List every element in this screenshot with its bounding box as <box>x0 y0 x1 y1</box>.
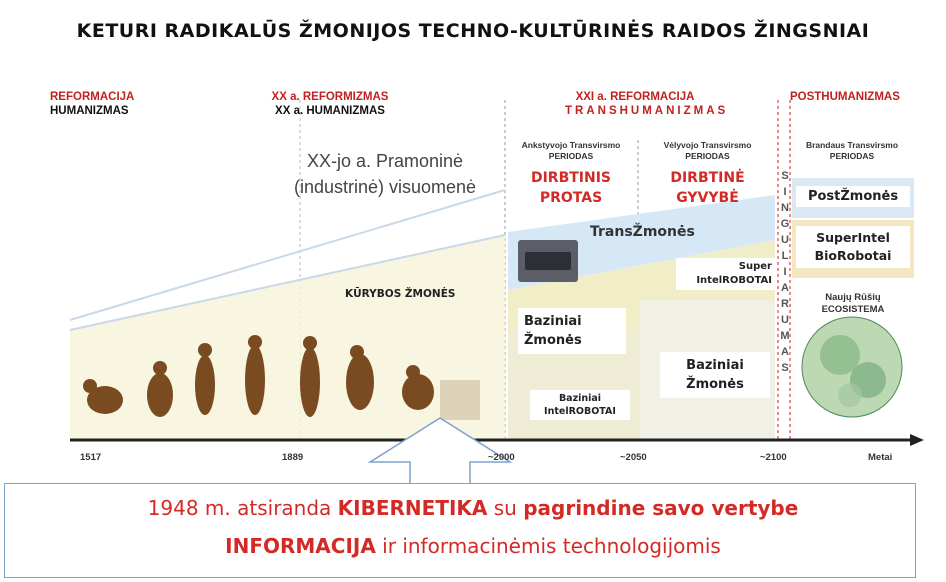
super-robotai-box: Super IntelROBOTAI <box>676 258 776 290</box>
period-late: Vėlyvojo Transvirsmo PERIODAS DIRBTINĖ G… <box>640 140 775 208</box>
callout-box <box>4 483 916 578</box>
era-1-line2: HUMANIZMAS <box>50 105 129 117</box>
era-1-line1: REFORMACIJA <box>50 91 135 103</box>
callout-l1-a: 1948 m. atsiranda <box>147 496 338 520</box>
callout-l1-b: KIBERNETIKA <box>337 496 488 520</box>
sing-letter-9: U <box>781 314 789 326</box>
diagram-title: KETURI RADIKALŪS ŽMONIJOS TECHNO-KULTŪRI… <box>76 20 870 42</box>
callout-l2-a: INFORMACIJA <box>225 534 376 558</box>
superintel-line1: SuperIntel <box>816 230 890 245</box>
sing-letter-12: S <box>781 362 789 374</box>
tick-1517: 1517 <box>80 452 102 463</box>
sing-letter-2: N <box>781 202 789 214</box>
baziniai-zmones-box-1: Baziniai Žmonės <box>518 308 626 354</box>
sing-letter-1: I <box>783 186 787 198</box>
baziniai-robotai-line2: IntelROBOTAI <box>544 406 616 417</box>
industrial-line1: XX-jo a. Pramoninė <box>306 151 464 171</box>
baziniai-zmones-2-line1: Baziniai <box>686 358 744 373</box>
superintel-line2: BioRobotai <box>814 248 892 263</box>
growth-line-2 <box>69 189 506 321</box>
tick-2050: ~2050 <box>620 452 647 463</box>
sing-letter-3: G <box>780 218 790 230</box>
period-early: Ankstyvojo Transvirsmo PERIODAS DIRBTINI… <box>506 140 636 208</box>
period-late-line2: PERIODAS <box>685 151 730 161</box>
sing-letter-5: L <box>781 250 789 262</box>
baziniai-robotai-box: Baziniai IntelROBOTAI <box>530 390 630 420</box>
singularity-vertical: S I N G U L I A R U M A S <box>779 168 791 376</box>
transzmones-label: TransŽmonės <box>590 224 695 240</box>
baziniai-zmones-box-2: Baziniai Žmonės <box>660 352 770 398</box>
timeline-arrowhead <box>910 434 924 446</box>
period-early-red2: PROTAS <box>539 190 603 206</box>
era-3-line1: XXI a. REFORMACIJA <box>575 91 695 103</box>
ecosistema-line2: ECOSISTEMA <box>821 304 885 315</box>
callout-l1-d: pagrindine savo vertybe <box>523 496 799 520</box>
tick-2100: ~2100 <box>760 452 787 463</box>
kurybos-zmones-label: KŪRYBOS ŽMONĖS <box>345 288 456 300</box>
tick-metai: Metai <box>868 452 893 463</box>
sing-letter-4: U <box>781 234 789 246</box>
callout-line-2: INFORMACIJA ir informacinėmis technologi… <box>0 534 946 558</box>
baziniai-zmones-2-line2: Žmonės <box>686 377 744 392</box>
super-robotai-line1: Super <box>738 261 772 272</box>
period-early-line2: PERIODAS <box>548 151 594 161</box>
period-early-red1: DIRBTINIS <box>530 170 612 186</box>
postzmones-box: PostŽmonės <box>796 186 910 207</box>
baziniai-robotai-line1: Baziniai <box>558 393 602 404</box>
baziniai-zmones-1-line1: Baziniai <box>524 314 582 329</box>
era-header-4: POSTHUMANIZMAS <box>790 90 900 104</box>
period-mature-line1: Brandaus Transvirsmo <box>805 140 899 150</box>
base-band <box>70 235 505 440</box>
period-late-line1: Vėlyvojo Transvirsmo <box>663 140 752 150</box>
ecosistema-line1: Naujų Rūšių <box>825 292 881 303</box>
callout-l2-b: ir informacinėmis technologijomis <box>375 534 721 558</box>
period-late-red1: DIRBTINĖ <box>670 170 745 186</box>
period-early-line1: Ankstyvojo Transvirsmo <box>521 140 621 150</box>
baziniai-zmones-1-line2: Žmonės <box>524 333 582 348</box>
sing-letter-7: A <box>781 282 789 294</box>
tick-1889: 1889 <box>282 452 304 463</box>
evolution-figures <box>83 335 434 417</box>
industrial-line2: (industrinė) visuomenė <box>293 177 477 197</box>
era-header-1: REFORMACIJA HUMANIZMAS <box>50 90 134 118</box>
super-robotai-line2: IntelROBOTAI <box>696 275 772 286</box>
callout-l1-c: su <box>487 496 524 520</box>
sing-letter-10: M <box>780 330 790 342</box>
growth-line-1 <box>69 234 506 331</box>
period-mature: Brandaus Transvirsmo PERIODAS <box>792 140 912 162</box>
sing-letter-8: R <box>781 298 789 310</box>
era-4-line1: POSTHUMANIZMAS <box>790 91 900 103</box>
period-mature-line2: PERIODAS <box>829 151 875 161</box>
sing-letter-0: S <box>781 170 789 182</box>
tick-2000: ~2000 <box>488 452 515 463</box>
sing-letter-11: A <box>781 346 789 358</box>
era-header-3: XXI a. REFORMACIJA TRANSHUMANIZMAS <box>565 90 729 118</box>
ecosistema-label: Naujų Rūšių ECOSISTEMA <box>796 292 910 316</box>
sing-letter-6: I <box>783 266 787 278</box>
era-2-line1: XX a. REFORMIZMAS <box>271 91 389 103</box>
callout-line-1: 1948 m. atsiranda KIBERNETIKA su pagrind… <box>0 496 946 520</box>
period-late-red2: GYVYBĖ <box>676 190 739 206</box>
era-header-2: XX a. REFORMIZMAS XX a. HUMANIZMAS <box>255 90 405 118</box>
computer-shape <box>440 380 480 420</box>
era-2-line2: XX a. HUMANIZMAS <box>275 105 385 117</box>
superintel-box: SuperIntel BioRobotai <box>796 226 910 268</box>
era-3-line2: TRANSHUMANIZMAS <box>565 105 729 117</box>
industrial-society-label: XX-jo a. Pramoninė (industrinė) visuomen… <box>270 148 500 200</box>
